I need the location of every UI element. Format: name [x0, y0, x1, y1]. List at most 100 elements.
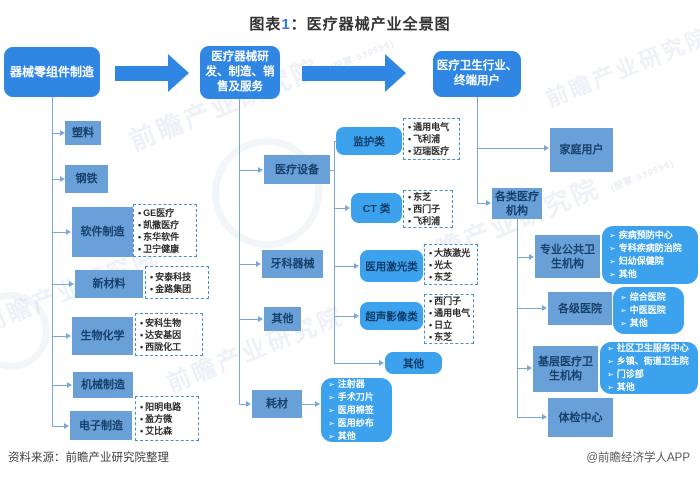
node-public-health-institutions: 专业公共卫生机构 — [535, 235, 600, 278]
item-list-hospitals: 综合医院中医医院其他 — [613, 287, 684, 334]
connector-arrowhead-icon — [542, 304, 547, 311]
connector-arrowhead-icon — [66, 228, 71, 235]
node-device-rnd-manufacturing: 医疗器械研发、制造、销售及服务 — [200, 46, 280, 99]
flow-arrow-icon — [302, 66, 385, 81]
connector-line — [334, 141, 335, 363]
watermark-circle — [0, 292, 50, 370]
list-item: 东华软件 — [138, 231, 194, 243]
flow-arrow-icon — [115, 66, 168, 81]
connector-arrowhead-icon — [529, 253, 534, 260]
node-new-materials: 新材料 — [75, 270, 143, 298]
list-item: 手术刀片 — [328, 391, 387, 404]
list-item: 凯撒医疗 — [138, 219, 194, 231]
node-hospitals: 各级医院 — [548, 292, 612, 325]
flow-arrowhead-icon — [168, 54, 189, 92]
company-list-software: GE医疗凯撒医疗东华软件卫宁健康 — [133, 204, 197, 257]
list-item: 西门子 — [429, 295, 471, 307]
node-other-class: 其他 — [385, 352, 442, 374]
node-other-devices: 其他 — [264, 307, 301, 331]
connector-arrowhead-icon — [258, 315, 263, 322]
list-item: 疾病预防中心 — [609, 229, 693, 242]
connector-line — [239, 99, 240, 404]
node-dental-devices: 牙科器械 — [262, 250, 323, 278]
node-monitoring-class: 监护类 — [336, 127, 402, 155]
node-grassroots-institutions: 基层医疗卫生机构 — [533, 346, 598, 392]
list-item: 迈瑞医疗 — [408, 145, 457, 157]
source-note: 资料来源：前瞻产业研究院整理 — [8, 452, 169, 464]
connector-arrowhead-icon — [60, 129, 65, 136]
node-healthcare-end-users: 医疗卫生行业、终端用户 — [433, 51, 521, 97]
list-item: 通用电气 — [429, 307, 471, 319]
connector-arrowhead-icon — [315, 400, 320, 407]
item-list-public-health: 疾病预防中心专科疾病防治院妇幼保健院其他 — [602, 226, 698, 284]
list-item: 注射器 — [328, 378, 387, 391]
node-steel: 钢铁 — [65, 165, 108, 193]
list-item: 飞利浦 — [408, 215, 450, 227]
connector-line — [52, 336, 66, 337]
connector-arrowhead-icon — [256, 260, 261, 267]
list-item: 艾比森 — [140, 425, 196, 437]
node-component-manufacturing: 器械零组件制造 — [4, 47, 100, 97]
flow-arrowhead-icon — [385, 54, 406, 92]
node-checkup-centers: 体检中心 — [548, 398, 613, 437]
list-item: 东芝 — [429, 271, 475, 283]
connector-line — [52, 133, 60, 134]
list-item: 综合医院 — [620, 291, 679, 304]
node-biochemistry: 生物化学 — [72, 317, 133, 355]
connector-line — [517, 308, 542, 309]
list-item: 医用棉签 — [328, 404, 387, 417]
list-item: 西陇化工 — [140, 341, 200, 353]
connector-line — [239, 170, 258, 171]
product-list-consumables: 注射器手术刀片医用棉签医用纱布其他 — [321, 378, 392, 442]
company-list-ultrasound: 西门子通用电气日立东芝 — [424, 294, 474, 344]
list-item: 妇幼保健院 — [609, 255, 693, 268]
connector-arrowhead-icon — [527, 364, 532, 371]
node-machinery-manufacturing: 机械制造 — [73, 372, 133, 398]
list-item: 盈方微 — [140, 413, 196, 425]
node-ct-class: CT 类 — [351, 193, 402, 223]
connector-line — [334, 363, 379, 364]
connector-line — [517, 218, 518, 417]
connector-arrowhead-icon — [354, 262, 359, 269]
list-item: 安科生物 — [140, 317, 200, 329]
connector-arrowhead-icon — [64, 422, 69, 429]
list-item: 其他 — [609, 268, 693, 281]
connector-line — [52, 232, 66, 233]
node-ultrasound-imaging-class: 超声影像类 — [360, 302, 423, 330]
list-item: 大族激光 — [429, 247, 475, 259]
connector-arrowhead-icon — [542, 413, 547, 420]
credit-note: @前瞻经济学人APP — [586, 452, 690, 464]
connector-line — [334, 316, 354, 317]
node-plastic: 塑料 — [65, 121, 101, 145]
company-list-ct: 东芝西门子飞利浦 — [403, 190, 453, 228]
connector-arrowhead-icon — [67, 381, 72, 388]
connector-line — [334, 141, 337, 142]
connector-line — [239, 404, 246, 405]
connector-line — [517, 368, 527, 369]
connector-line — [477, 148, 544, 149]
connector-arrowhead-icon — [544, 144, 549, 151]
company-list-electronics: 阳明电路盈方微艾比森 — [135, 396, 199, 441]
company-list-biochemistry: 安科生物达安基因西陇化工 — [135, 313, 203, 356]
list-item: 乡镇、街道卫生院 — [607, 355, 693, 368]
list-item: 西门子 — [408, 203, 450, 215]
list-item: 日立 — [429, 319, 471, 331]
connector-line — [52, 426, 64, 427]
connector-arrowhead-icon — [258, 166, 263, 173]
list-item: 其他 — [620, 317, 679, 330]
connector-line — [239, 264, 256, 265]
item-list-grassroots: 社区卫生服务中心乡镇、街道卫生院门诊部其他 — [600, 342, 698, 394]
list-item: 卫宁健康 — [138, 243, 194, 255]
node-consumables: 耗材 — [252, 390, 302, 418]
connector-line — [239, 319, 258, 320]
connector-line — [330, 170, 334, 171]
node-medical-institutions: 各类医疗机构 — [492, 188, 542, 219]
connector-line — [477, 97, 478, 203]
node-home-users: 家庭用户 — [550, 128, 613, 172]
connector-arrowhead-icon — [354, 312, 359, 319]
connector-line — [517, 417, 542, 418]
connector-line — [52, 179, 60, 180]
connector-line — [477, 203, 486, 204]
list-item: 其他 — [607, 381, 693, 394]
